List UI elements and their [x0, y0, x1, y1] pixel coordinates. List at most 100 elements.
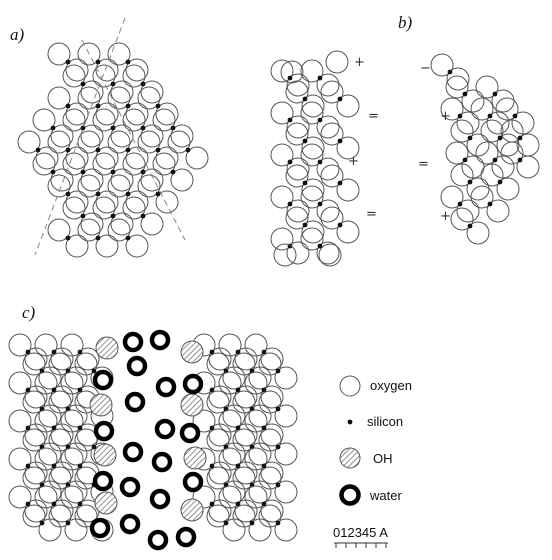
silicon-atom: [302, 138, 308, 144]
oxygen-atom: [456, 111, 480, 135]
oxygen-atom: [208, 499, 232, 523]
oxygen-atom: [285, 122, 309, 146]
panel-label-b: b): [398, 13, 413, 32]
water-molecule: [92, 470, 114, 492]
oxygen-atom: [248, 404, 272, 428]
oxygen-atom: [270, 59, 294, 83]
silicon-atom: [155, 191, 161, 197]
oxygen-atom: [286, 157, 310, 181]
water-molecule: [155, 376, 177, 398]
oxygen-atom: [32, 108, 56, 132]
oxygen-atom: [24, 499, 48, 523]
oxygen-atom: [496, 177, 520, 201]
silicon-atom: [155, 147, 161, 153]
silicon-atom: [51, 425, 57, 431]
hydroxyl-group: [94, 491, 118, 515]
oxygen-atom: [80, 168, 104, 192]
oxygen-atom: [107, 130, 131, 154]
silicon-atom: [261, 501, 267, 507]
oxygen-atom: [38, 404, 62, 428]
oxygen-atom: [60, 409, 84, 433]
silicon-atom: [140, 81, 146, 87]
oxygen-atom: [170, 124, 194, 148]
hydroxyl-group: [93, 443, 117, 467]
oxygen-atom: [336, 136, 360, 160]
silicon-atom: [91, 368, 97, 374]
silicon-atom: [209, 463, 215, 469]
oh-legend-icon: [339, 447, 361, 469]
oxygen-atom: [155, 146, 179, 170]
silicon-atom: [25, 349, 31, 355]
legend-silicon-label: silicon: [367, 414, 403, 429]
oxygen-atom: [218, 485, 242, 509]
silicon-atom: [170, 169, 176, 175]
oxygen-atom: [218, 333, 242, 357]
silicon-atom: [77, 501, 83, 507]
panel-label-a: a): [10, 25, 25, 44]
oxygen-atom: [170, 168, 194, 192]
silicon-atom: [467, 223, 473, 229]
oxygen-atom: [65, 234, 89, 258]
oxygen-atom: [301, 220, 325, 244]
oxygen-atom: [122, 108, 146, 132]
oxygen-atom: [22, 352, 46, 376]
silicon-atom: [95, 191, 101, 197]
oxygen-atom: [48, 428, 72, 452]
oxygen-atom: [285, 206, 309, 230]
silicon-atom: [185, 147, 191, 153]
silicon-atom: [209, 501, 215, 507]
silicon-atom: [77, 425, 83, 431]
oxygen-atom: [456, 199, 480, 223]
oxygen-atom: [336, 220, 360, 244]
silicon-atom: [65, 103, 71, 109]
oxygen-atom: [152, 152, 176, 176]
oxygen-atom: [50, 168, 74, 192]
oxygen-atom: [316, 241, 340, 265]
oxygen-atom: [486, 199, 510, 223]
oxygen-atom: [140, 124, 164, 148]
oxygen-atom: [495, 97, 519, 121]
oxygen-atom: [110, 80, 134, 104]
oxygen-atom: [232, 466, 256, 490]
oxygen-atom: [445, 75, 469, 99]
water-molecule: [124, 391, 146, 413]
oxygen-atom: [92, 64, 116, 88]
oxygen-atom: [107, 42, 131, 66]
oxygen-atom: [60, 447, 84, 471]
oxygen-atom: [65, 58, 89, 82]
oxygen-atom: [270, 227, 294, 251]
oxygen-atom: [24, 347, 48, 371]
oxygen-atom: [260, 423, 284, 447]
oxygen-atom: [60, 371, 84, 395]
oxygen-atom: [95, 190, 119, 214]
silicon-atom: [80, 81, 86, 87]
silicon-atom: [235, 387, 241, 393]
oxygen-atom: [34, 333, 58, 357]
oxygen-atom: [286, 73, 310, 97]
scale-bar-label: 012345 A: [333, 525, 388, 540]
hydroxyl-group: [180, 393, 204, 417]
oxygen-atom: [218, 371, 242, 395]
silicon-atom: [140, 169, 146, 175]
oxygen-atom: [64, 404, 88, 428]
oxygen-atom: [208, 347, 232, 371]
oxygen-atom: [320, 80, 344, 104]
oxygen-atom: [273, 243, 297, 267]
water-molecule: [147, 529, 169, 551]
oxygen-atom: [50, 461, 74, 485]
silicon-atom: [317, 75, 323, 81]
oxygen-atom: [285, 80, 309, 104]
oxygen-atom: [110, 124, 134, 148]
oxygen-atom: [48, 504, 72, 528]
oxygen-atom: [8, 447, 32, 471]
oxygen-atom: [450, 163, 474, 187]
oxygen-atom: [152, 108, 176, 132]
oxygen-atom: [270, 143, 294, 167]
oxygen-atom: [244, 409, 268, 433]
water-molecule: [89, 517, 111, 539]
water-molecule: [122, 441, 144, 463]
silicon-atom: [110, 213, 116, 219]
oxygen-atom: [301, 94, 325, 118]
oxygen-atom: [140, 212, 164, 236]
water-molecule: [154, 418, 176, 440]
